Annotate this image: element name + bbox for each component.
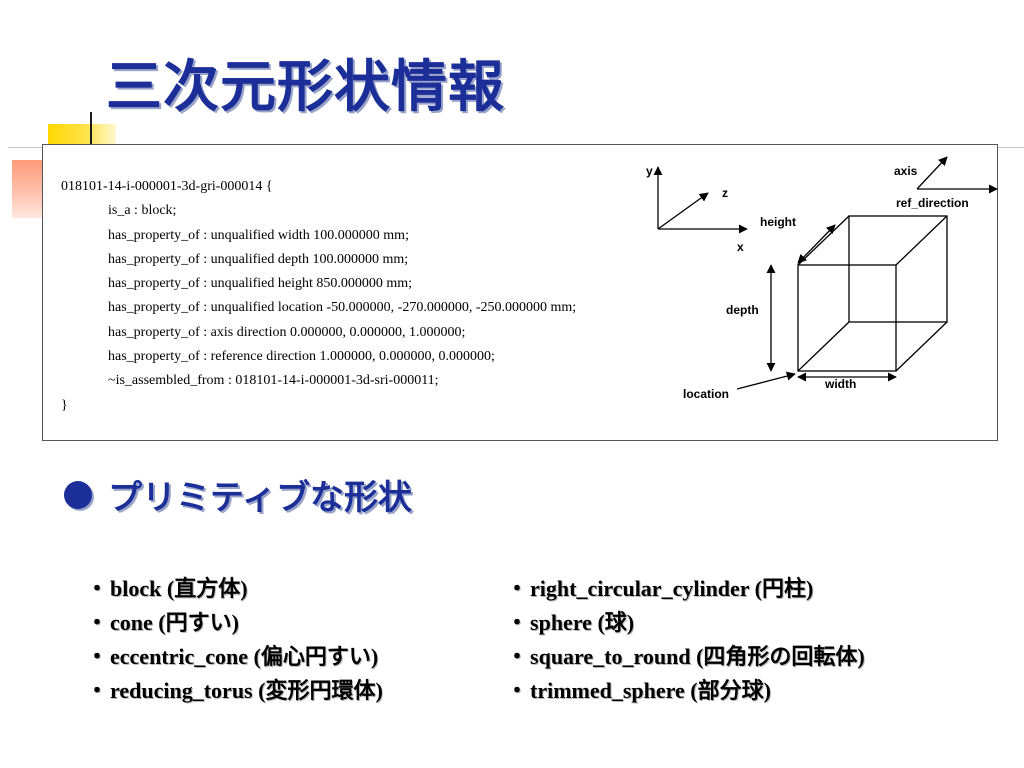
bullet-icon: ・: [86, 576, 109, 601]
y-axis-label: y: [646, 164, 653, 178]
list-item: ・trimmed_sphere (部分球): [506, 674, 865, 708]
list-item: ・block (直方体): [86, 572, 383, 606]
decor-yellow-bar: [48, 124, 116, 146]
list-item-text: square_to_round (四角形の回転体): [530, 644, 865, 669]
width-label: width: [824, 377, 856, 391]
coordinate-axes: y z x: [646, 164, 748, 254]
code-line: has_property_of : unqualified height 850…: [108, 276, 413, 292]
bullet-icon: ・: [86, 678, 109, 703]
dimension-arrows: [736, 224, 897, 390]
bullet-icon: ・: [506, 576, 529, 601]
primitive-list-left: ・block (直方体) ・cone (円すい) ・eccentric_cone…: [86, 572, 383, 708]
bullet-icon: ・: [506, 678, 529, 703]
height-arrow: [797, 224, 836, 264]
code-line: has_property_of : unqualified depth 100.…: [108, 251, 409, 267]
list-item-text: reducing_torus (変形円環体): [110, 678, 383, 703]
list-item-text: cone (円すい): [110, 610, 239, 635]
code-line: is_a : block;: [108, 203, 177, 219]
list-item-text: trimmed_sphere (部分球): [530, 678, 771, 703]
code-line: has_property_of : unqualified width 100.…: [108, 227, 409, 243]
z-axis-line: [657, 192, 709, 230]
list-item-text: right_circular_cylinder (円柱): [530, 576, 814, 601]
list-item-text: sphere (球): [530, 610, 635, 635]
code-line: has_property_of : unqualified location -…: [108, 300, 577, 316]
x-axis-label: x: [737, 240, 744, 254]
height-label: height: [760, 215, 796, 229]
bullet-icon: ・: [506, 644, 529, 669]
cuboid-edge: [797, 321, 850, 372]
orientation-arrows: axis ref_direction: [894, 156, 998, 210]
decor-vertical-line: [90, 112, 92, 148]
location-arrow: [736, 371, 796, 390]
section-heading: プリミティブな形状: [64, 470, 412, 519]
code-line: has_property_of : axis direction 0.00000…: [108, 324, 466, 340]
circle-bullet-icon: [64, 480, 92, 509]
cuboid-edge: [797, 215, 850, 266]
decor-pink-bar: [12, 160, 42, 218]
location-label: location: [683, 387, 729, 401]
code-line: ~is_assembled_from : 018101-14-i-000001-…: [108, 373, 439, 389]
primitive-list-right: ・right_circular_cylinder (円柱) ・sphere (球…: [506, 572, 865, 708]
depth-label: depth: [726, 303, 759, 317]
bullet-icon: ・: [86, 610, 109, 635]
list-item-text: eccentric_cone (偏心円すい): [110, 644, 379, 669]
list-item: ・right_circular_cylinder (円柱): [506, 572, 865, 606]
list-item-text: block (直方体): [110, 576, 248, 601]
list-item: ・square_to_round (四角形の回転体): [506, 640, 865, 674]
z-axis-label: z: [722, 186, 728, 200]
section-heading-text: プリミティブな形状: [108, 478, 412, 518]
code-line: has_property_of : reference direction 1.…: [108, 349, 495, 365]
slide-title: 三次元形状情報: [106, 55, 505, 120]
list-item: ・cone (円すい): [86, 606, 383, 640]
axis-label: axis: [894, 164, 918, 178]
ref-direction-label: ref_direction: [896, 196, 969, 210]
code-footer: }: [61, 397, 68, 413]
code-box: 018101-14-i-000001-3d-gri-000014 { is_a …: [42, 144, 998, 441]
list-item: ・sphere (球): [506, 606, 865, 640]
code-header: 018101-14-i-000001-3d-gri-000014 {: [61, 179, 273, 194]
block-diagram: y z x axis ref_direction height: [646, 156, 998, 401]
axis-arrow: [916, 156, 948, 190]
cuboid-front-face: [797, 264, 897, 372]
list-item: ・reducing_torus (変形円環体): [86, 674, 383, 708]
bullet-icon: ・: [506, 610, 529, 635]
cuboid-edge: [895, 215, 948, 266]
list-item: ・eccentric_cone (偏心円すい): [86, 640, 383, 674]
cuboid-edge: [895, 321, 948, 372]
code-block: 018101-14-i-000001-3d-gri-000014 { is_a …: [61, 175, 576, 418]
bullet-icon: ・: [86, 644, 109, 669]
cuboid-back-face: [848, 215, 948, 323]
